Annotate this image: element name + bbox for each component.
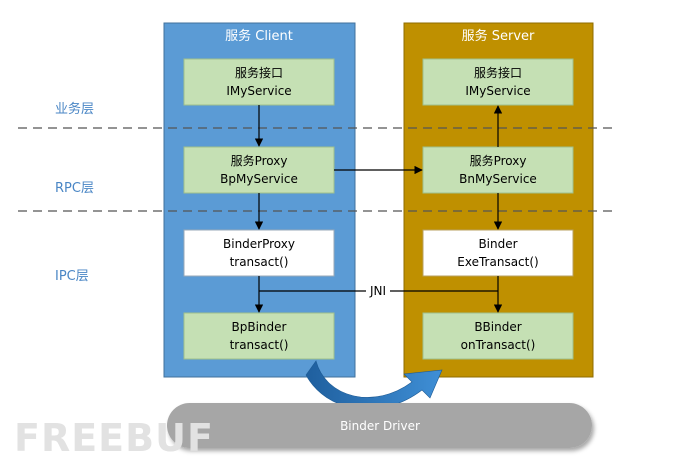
server-binder-name: Binder [478, 237, 517, 251]
client-interface-class: IMyService [226, 84, 291, 98]
server-panel-title: 服务 Server [462, 28, 535, 44]
client-proxy-class: BpMyService [220, 172, 298, 186]
client-bpbinder-box [183, 312, 335, 360]
server-binder-method: ExeTransact() [457, 255, 538, 269]
layer-label-ipc: IPC层 [55, 269, 89, 284]
client-bpbinder-method: transact() [230, 338, 289, 352]
server-interface-class: IMyService [465, 84, 530, 98]
layer-label-business: 业务层 [55, 101, 94, 117]
server-interface-name: 服务接口 [474, 65, 522, 80]
layer-label-rpc: RPC层 [55, 181, 94, 196]
server-bbinder-name: BBinder [474, 320, 521, 334]
server-binder-box [422, 229, 574, 277]
client-binderproxy-box [183, 229, 335, 277]
freebuf-watermark: FREEBUF [14, 416, 214, 460]
client-proxy-box [183, 146, 335, 194]
client-interface-name: 服务接口 [235, 65, 283, 80]
binder-transfer-curve-arrow [305, 360, 443, 410]
client-bpbinder-name: BpBinder [232, 320, 287, 334]
client-proxy-name: 服务Proxy [231, 153, 288, 168]
binder-driver-pill [167, 403, 592, 448]
binder-driver-label: Binder Driver [340, 419, 420, 433]
client-binderproxy-method: transact() [230, 255, 289, 269]
server-proxy-box [422, 146, 574, 194]
client-panel-title: 服务 Client [225, 28, 293, 44]
server-proxy-class: BnMyService [459, 172, 537, 186]
server-bbinder-method: onTransact() [461, 338, 536, 352]
server-interface-box [422, 58, 574, 106]
server-proxy-name: 服务Proxy [470, 153, 527, 168]
server-bbinder-box [422, 312, 574, 360]
client-binderproxy-name: BinderProxy [223, 237, 295, 251]
jni-label: JNI [369, 284, 386, 298]
